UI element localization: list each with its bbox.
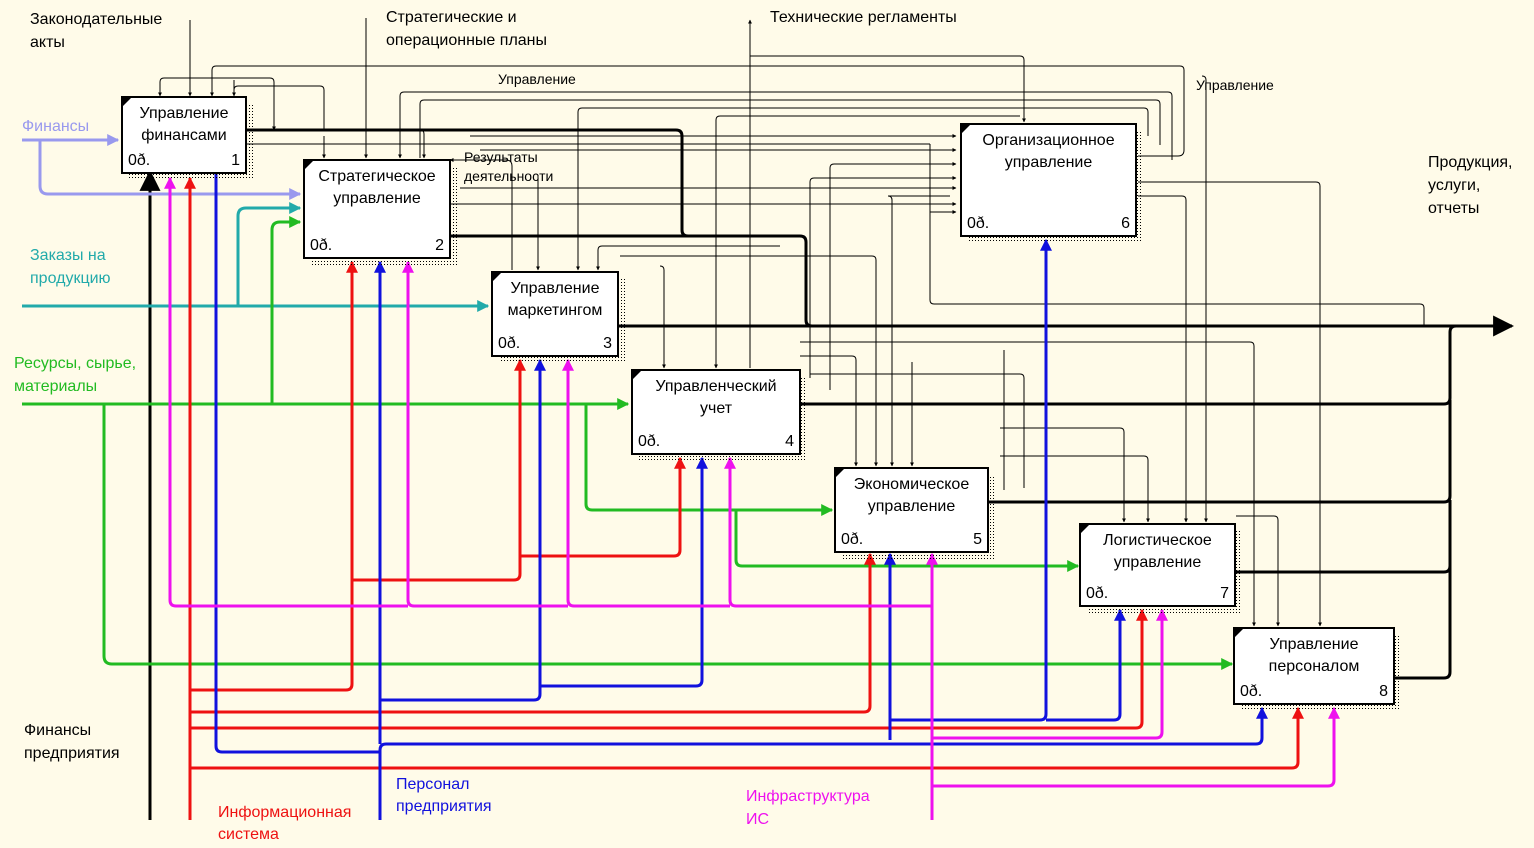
box-title-line: Стратегическое	[318, 168, 435, 185]
label-orders-1: Заказы на	[30, 247, 106, 264]
activity-box-8: Управление персоналом 0ð. 8	[1233, 627, 1401, 711]
box-title-line: финансами	[141, 127, 227, 144]
output-arrows	[139, 128, 1515, 820]
box-number: 2	[435, 237, 444, 254]
box-corner-mark	[961, 124, 971, 134]
activity-box-1: Управление финансами 0ð. 1	[121, 96, 253, 180]
box-frame	[303, 159, 451, 259]
info-system-arrows	[184, 176, 1304, 820]
box-code: 0ð.	[1086, 585, 1108, 602]
box-number: 4	[785, 433, 794, 450]
box-title-line: учет	[700, 400, 733, 417]
resources-input-arrows	[22, 216, 1234, 670]
box-code: 0ð.	[128, 152, 150, 169]
box-frame	[960, 123, 1137, 237]
label-infrastructure-1: Инфраструктура	[746, 788, 870, 805]
label-plans-2: операционные планы	[386, 32, 547, 49]
box-frame	[1233, 627, 1395, 705]
label-control-2: Управление	[1196, 77, 1274, 93]
box-title-line: Управление	[1270, 636, 1359, 653]
label-tech-regs: Технические регламенты	[770, 9, 957, 26]
label-finance: Финансы	[22, 118, 89, 135]
label-plans-1: Стратегические и	[386, 9, 517, 26]
box-title-line: маркетингом	[508, 302, 603, 319]
box-number: 1	[231, 152, 240, 169]
box-title-line: управление	[333, 190, 421, 207]
label-info-system-1: Информационная	[218, 804, 351, 821]
label-results-2: деятельности	[464, 168, 553, 184]
finance-input-arrows	[22, 134, 302, 200]
box-corner-mark	[1080, 524, 1090, 534]
box-title-line: Управленческий	[655, 378, 776, 395]
control-arrows	[158, 18, 1425, 627]
label-control-1: Управление	[498, 71, 576, 87]
label-products-1: Продукция,	[1428, 154, 1513, 171]
label-infrastructure-2: ИС	[746, 811, 769, 828]
box-frame	[1079, 523, 1236, 607]
box-corner-mark	[492, 272, 502, 282]
label-enterprise-finance-1: Финансы	[24, 722, 91, 739]
label-products-2: услуги,	[1428, 177, 1480, 194]
box-code: 0ð.	[498, 335, 520, 352]
box-title-line: Организационное	[982, 132, 1114, 149]
box-code: 0ð.	[1240, 683, 1262, 700]
box-title-line: управление	[1114, 554, 1202, 571]
box-corner-mark	[835, 468, 845, 478]
orders-input-arrows	[22, 202, 490, 312]
personnel-arrows	[214, 174, 1268, 820]
label-legal-acts-1: Законодательные	[30, 11, 162, 28]
box-number: 3	[603, 335, 612, 352]
box-title-line: управление	[1005, 154, 1093, 171]
activity-box-4: Управленческий учет 0ð. 4	[631, 369, 807, 461]
box-number: 6	[1121, 215, 1130, 232]
box-corner-mark	[304, 160, 314, 170]
label-resources-1: Ресурсы, сырье,	[14, 355, 136, 372]
box-frame	[491, 271, 619, 357]
external-labels: Законодательные акты Стратегические и оп…	[14, 9, 1513, 843]
activity-box-2: Стратегическое управление 0ð. 2	[303, 159, 457, 265]
box-code: 0ð.	[967, 215, 989, 232]
infrastructure-arrows	[164, 176, 1340, 820]
box-corner-mark	[632, 370, 642, 380]
box-code: 0ð.	[638, 433, 660, 450]
box-frame	[834, 467, 989, 553]
box-number: 7	[1220, 585, 1229, 602]
activity-box-7: Логистическое управление 0ð. 7	[1079, 523, 1242, 613]
activity-box-3: Управление маркетингом 0ð. 3	[491, 271, 625, 363]
label-info-system-2: система	[218, 826, 279, 843]
box-title-line: персоналом	[1269, 658, 1360, 675]
box-corner-mark	[1234, 628, 1244, 638]
box-code: 0ð.	[841, 531, 863, 548]
box-number: 5	[973, 531, 982, 548]
label-legal-acts-2: акты	[30, 34, 65, 51]
box-number: 8	[1379, 683, 1388, 700]
box-title-line: Управление	[140, 105, 229, 122]
box-code: 0ð.	[310, 237, 332, 254]
box-title-line: Логистическое	[1103, 532, 1212, 549]
box-corner-mark	[122, 97, 132, 107]
activity-box-5: Экономическое управление 0ð. 5	[834, 467, 995, 559]
activity-box-6: Организационное управление 0ð. 6	[960, 123, 1143, 243]
label-products-3: отчеты	[1428, 200, 1479, 217]
box-title-line: Управление	[511, 280, 600, 297]
box-frame	[631, 369, 801, 455]
label-resources-2: материалы	[14, 378, 97, 395]
label-personnel-1: Персонал	[396, 776, 469, 793]
box-title-line: Экономическое	[854, 476, 970, 493]
label-orders-2: продукцию	[30, 270, 111, 287]
box-frame	[121, 96, 247, 174]
label-personnel-2: предприятия	[396, 798, 492, 815]
box-title-line: управление	[868, 498, 956, 515]
label-results-1: Результаты	[464, 149, 538, 165]
label-enterprise-finance-2: предприятия	[24, 745, 120, 762]
